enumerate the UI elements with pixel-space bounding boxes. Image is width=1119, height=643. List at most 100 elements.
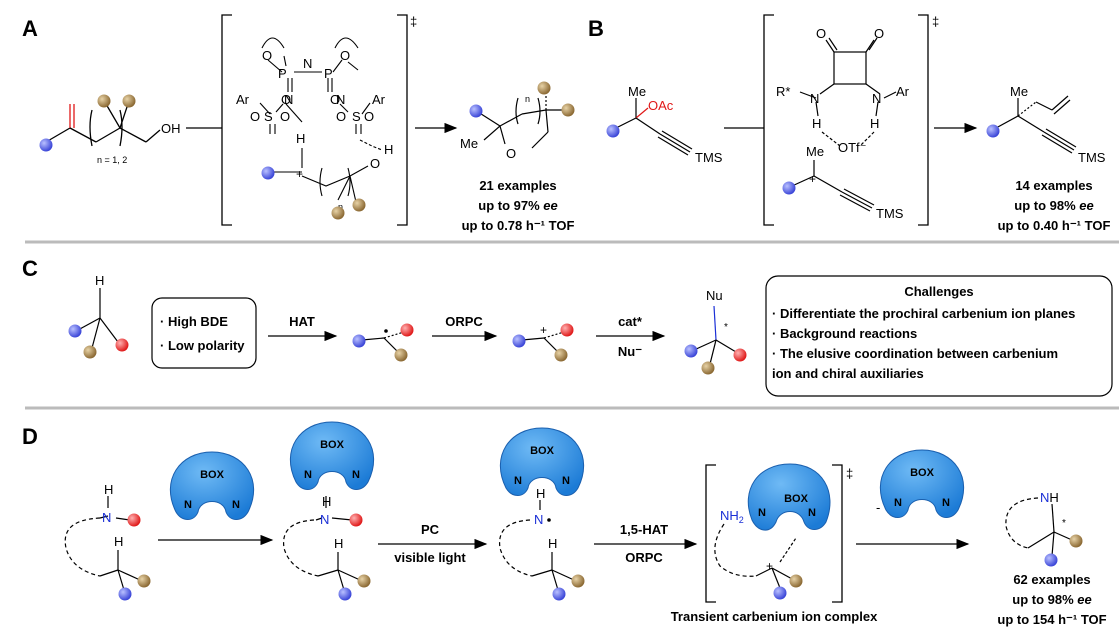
tms-label: TMS (695, 150, 723, 165)
svg-text:N: N (808, 507, 816, 519)
carbenium-plus: + (540, 323, 547, 337)
stats-a: 21 examples up to 97% ee up to 0.78 h⁻¹ … (462, 178, 575, 233)
blue-atom (352, 334, 366, 348)
hydroxyl-label: OH (161, 121, 181, 136)
svg-text:O: O (364, 109, 374, 124)
brown-atom (571, 574, 585, 588)
svg-text:Ar: Ar (372, 92, 386, 107)
svg-text:N: N (562, 475, 570, 487)
methyl-label: Me (1010, 84, 1028, 99)
red-atom (400, 323, 414, 337)
svg-text:P: P (278, 66, 287, 81)
svg-text:O: O (874, 26, 884, 41)
bracket-left (221, 14, 232, 226)
bracket-right (918, 14, 929, 226)
step-label: 1,5-HAT (620, 522, 668, 537)
carbenium-plus: + (809, 172, 816, 186)
svg-text:H: H (812, 116, 821, 131)
svg-text:14 examples: 14 examples (1015, 178, 1092, 193)
blue-atom (261, 166, 275, 180)
section-d: D H N H BOX N N BOX N (22, 421, 1107, 627)
methyl-label: Me (460, 136, 478, 151)
cpa-ts-atoms: O O P N P O O Ar N N Ar S S O O H O O H … (236, 48, 393, 171)
methyl-label: Me (628, 84, 646, 99)
n-equals-label: n = 1, 2 (97, 155, 127, 165)
svg-text:62 examples: 62 examples (1013, 572, 1090, 587)
n-radical-substrate (498, 500, 575, 591)
svg-text:N: N (184, 499, 192, 511)
bracket-left (763, 14, 774, 226)
brown-atom (331, 206, 345, 220)
svg-text:up to 154 h⁻¹ TOF: up to 154 h⁻¹ TOF (997, 612, 1106, 627)
red-atom (115, 338, 129, 352)
svg-text:Ar: Ar (236, 92, 250, 107)
cation-intermediate (521, 331, 565, 353)
svg-text:21 examples: 21 examples (479, 178, 556, 193)
brown-atom (357, 574, 371, 588)
acetoxy-label: OAc (648, 98, 674, 113)
box-catalyst: BOX N N (747, 463, 831, 531)
oxygen-label: O (506, 146, 516, 161)
svg-text:O: O (370, 156, 380, 171)
hydrogen-label: H (104, 482, 113, 497)
svg-text:N: N (758, 507, 766, 519)
svg-text:N: N (810, 91, 819, 106)
box-catalyst: BOX N N (499, 427, 585, 496)
svg-text:OTf⁻: OTf⁻ (838, 140, 867, 155)
step-label: ORPC (625, 550, 663, 565)
nitrogen-label: N (102, 510, 111, 525)
red-atom (349, 513, 363, 527)
brown-atom (394, 348, 408, 362)
challenge-item: · The elusive coordination between carbe… (772, 346, 1058, 361)
section-d-label: D (22, 424, 38, 449)
svg-text:BOX: BOX (784, 493, 809, 505)
brown-atom (789, 574, 803, 588)
blue-atom (552, 587, 566, 601)
svg-text:N: N (336, 92, 345, 107)
svg-text:N: N (942, 497, 950, 509)
brown-atom (701, 361, 715, 375)
svg-text:BOX: BOX (200, 469, 225, 481)
challenges-box (765, 275, 1113, 397)
product-d (1005, 497, 1073, 557)
substrate-a (45, 103, 161, 147)
blue-atom (68, 324, 82, 338)
svg-text:H: H (296, 131, 305, 146)
svg-text:H: H (828, 116, 837, 131)
svg-text:O: O (250, 109, 260, 124)
svg-text:P: P (324, 66, 333, 81)
brown-atom (83, 345, 97, 359)
blue-atom (39, 138, 53, 152)
brown-atom (97, 94, 111, 108)
brown-atom (137, 574, 151, 588)
substrate-c (77, 288, 119, 349)
svg-text:N: N (303, 56, 312, 71)
blue-atom (338, 587, 352, 601)
ts-dagger: ‡ (932, 14, 939, 29)
step-label: visible light (394, 550, 466, 565)
svg-text:up to 97% ee: up to 97% ee (478, 198, 557, 213)
svg-text:BOX: BOX (530, 445, 555, 457)
ts-dagger: ‡ (846, 466, 853, 481)
stats-b: 14 examples up to 98% ee up to 0.40 h⁻¹ … (998, 178, 1111, 233)
box-catalyst: BOX N N (169, 451, 255, 520)
product-a-thf (477, 92, 564, 149)
hydrogen-label: H (95, 273, 104, 288)
svg-text:O: O (262, 48, 272, 63)
section-a-label: A (22, 16, 38, 41)
svg-text:up to 98% ee: up to 98% ee (1014, 198, 1093, 213)
svg-text:O: O (330, 92, 340, 107)
section-b-label: B (588, 16, 604, 41)
svg-text:H: H (870, 116, 879, 131)
hydrogen-label: H (322, 494, 331, 509)
svg-text:O: O (281, 92, 291, 107)
svg-text:BOX: BOX (320, 439, 345, 451)
product-c (693, 305, 737, 365)
nitrogen-label: N (534, 512, 543, 527)
challenge-item: · Differentiate the prochiral carbenium … (772, 306, 1075, 321)
radical-dot (384, 329, 388, 333)
challenge-item: · Background reactions (772, 326, 917, 341)
radical-dot (547, 518, 551, 522)
radical-intermediate (361, 331, 405, 353)
